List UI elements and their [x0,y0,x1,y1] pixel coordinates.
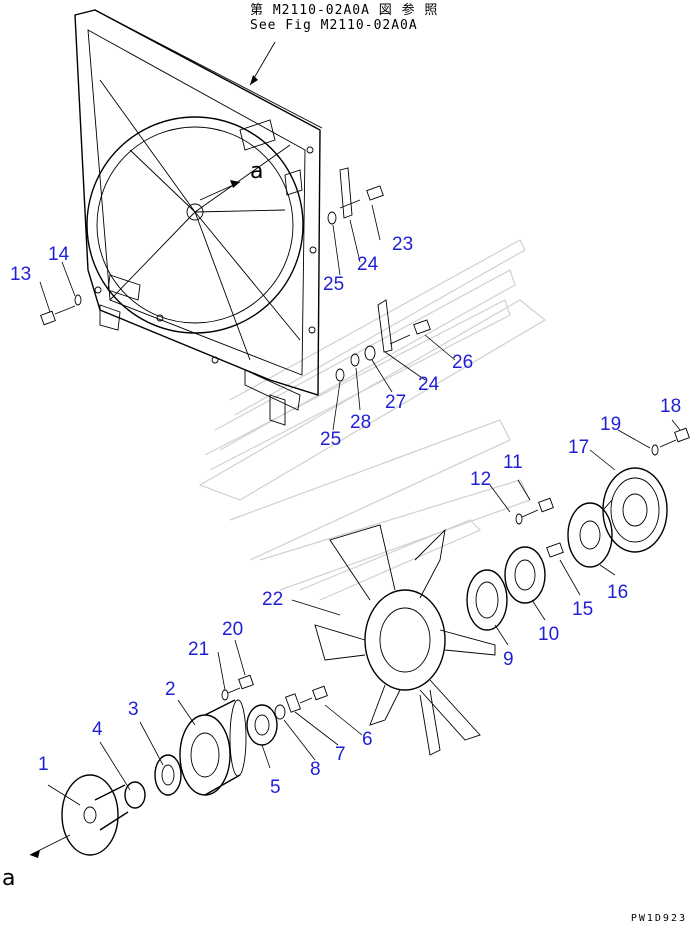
plate-7 [284,693,302,713]
callout-2: 2 [165,679,176,700]
callout-10: 10 [538,624,559,645]
drawing-code: PW1D923 [630,913,687,924]
bolt-11 [521,497,554,518]
bolt-26 [389,319,431,345]
callout-11: 11 [503,452,523,473]
callout-7: 7 [335,744,346,765]
bolt-13 [40,305,76,326]
callout-6: 6 [362,729,373,750]
bolt-6 [299,685,328,704]
fan-shroud [74,9,323,426]
callout-19: 19 [600,414,621,435]
callout-22: 22 [262,589,283,610]
callout-5: 5 [270,777,281,798]
washer-27 [364,345,376,361]
callout-21: 21 [188,639,209,660]
leader-lines [39,204,681,806]
plate-10 [504,546,546,604]
callout-9: 9 [503,649,514,670]
washer-8 [274,704,286,720]
reference-note-en: See Fig M2110-02A0A [250,18,418,33]
pulley-17 [602,467,668,553]
callout-25-lower: 25 [320,429,341,450]
view-marker-upper: a [250,159,263,184]
callout-28: 28 [350,412,371,433]
callout-3: 3 [128,699,139,720]
bolt-20 [227,674,254,694]
callout-1: 1 [38,754,49,775]
fitting-15 [546,542,564,558]
callout-15: 15 [572,599,593,620]
washer-25-lower [335,368,345,382]
callout-26: 26 [452,352,473,373]
callout-18: 18 [660,396,681,417]
callout-25-upper: 25 [323,274,344,295]
callout-20: 20 [222,619,243,640]
fan-22 [314,524,496,756]
callout-24-lower: 24 [418,374,440,395]
washer-21 [221,689,229,701]
spacer-9 [466,569,508,631]
housing-2 [179,699,247,796]
reference-note-jp: 第 M2110-02A0A 図 参 照 [250,3,439,18]
callout-14: 14 [48,244,70,265]
callout-13: 13 [10,264,31,285]
callout-4: 4 [92,719,103,740]
bracket-upper [339,167,353,219]
watermark [198,239,547,601]
callout-16: 16 [607,582,628,603]
callout-27: 27 [385,392,406,413]
nut-28 [350,353,360,367]
callout-24-upper: 24 [357,254,379,275]
callout-23: 23 [392,234,413,255]
view-marker-lower: a [2,866,15,891]
seal-4 [124,781,146,809]
view-arrow-upper [199,180,241,201]
washer-25-upper [327,211,337,225]
bearing-3 [154,754,182,796]
bolt-18 [659,427,690,448]
spacer-5 [246,704,278,746]
plate-16 [567,502,613,568]
washer-19 [651,444,659,456]
shaft-1 [61,774,129,856]
callout-8: 8 [310,759,321,780]
washer-14 [74,294,82,306]
view-arrow-lower [29,834,71,858]
washer-12 [515,513,523,525]
bracket-lower [377,299,393,353]
callout-17: 17 [568,437,589,458]
callout-12: 12 [470,469,491,490]
bolt-23 [339,185,384,209]
